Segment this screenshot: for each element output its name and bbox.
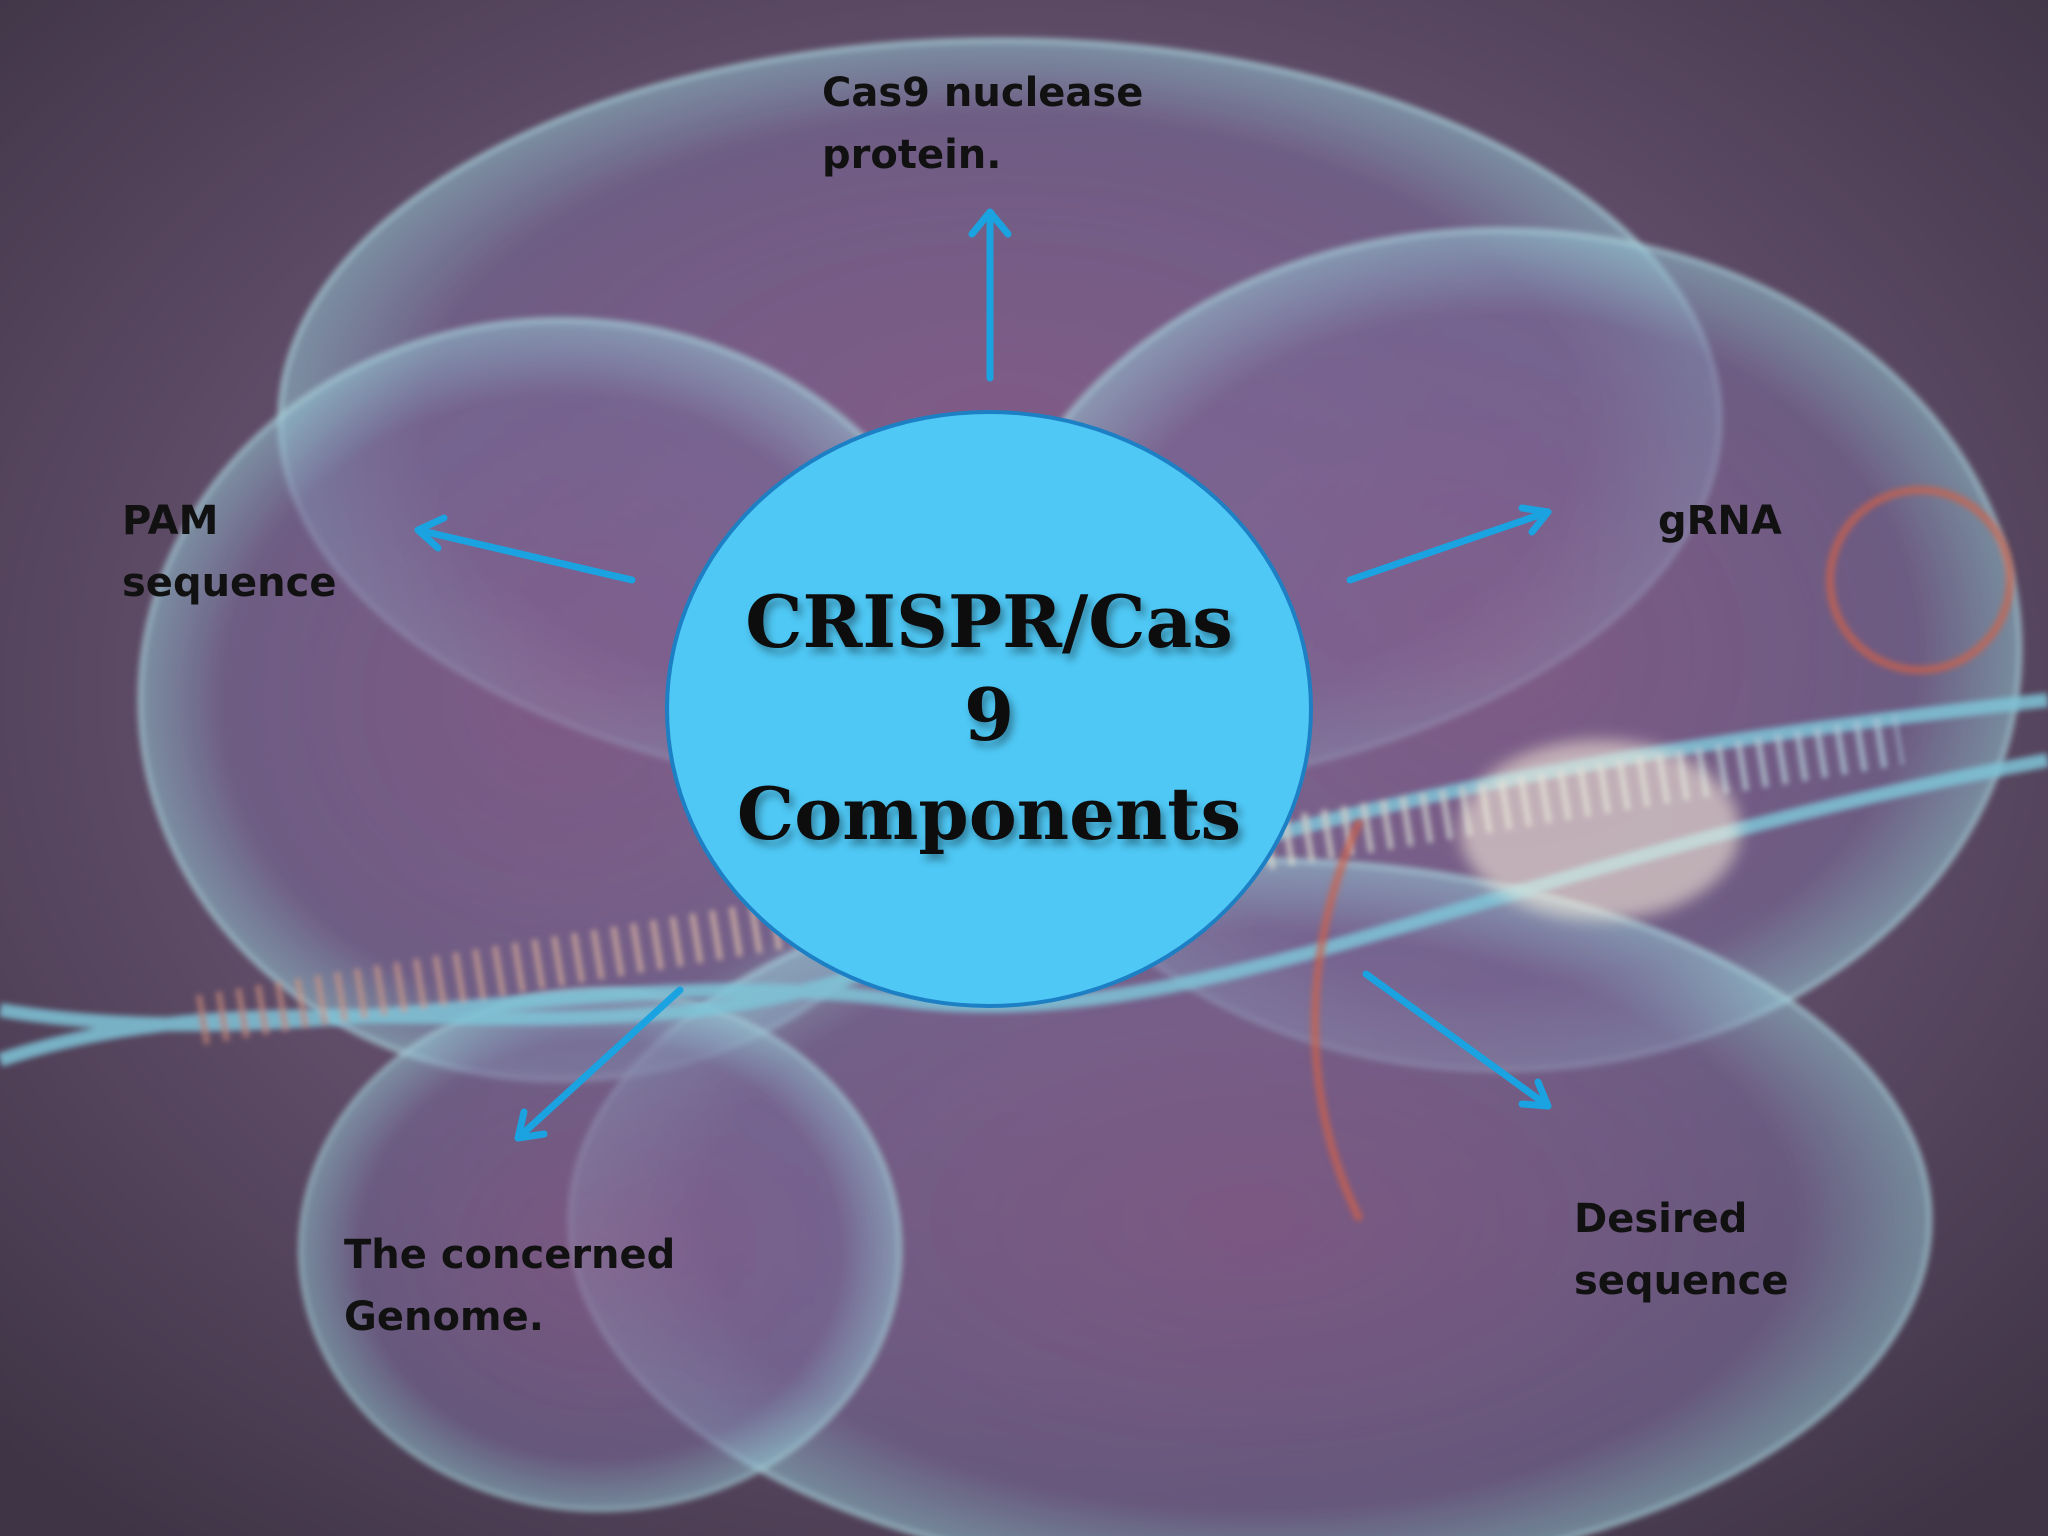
arrow-to-cas9-head bbox=[968, 208, 1012, 238]
hub-title-line-1: CRISPR/Cas bbox=[745, 579, 1233, 664]
arrow-to-grna bbox=[1346, 508, 1552, 584]
hub-title-line-3: Components bbox=[736, 771, 1242, 856]
label-desired-line-2: sequence bbox=[1574, 1258, 1789, 1304]
label-cas9-nuclease: Cas9 nuclease protein. bbox=[822, 62, 1143, 186]
arrow-to-pam-head bbox=[414, 514, 448, 552]
arrow-to-genome bbox=[514, 986, 684, 1142]
label-grna-line-1: gRNA bbox=[1658, 498, 1782, 544]
arrow-to-genome-head bbox=[514, 1108, 548, 1142]
label-grna: gRNA bbox=[1658, 490, 1782, 552]
label-genome-line-1: The concerned bbox=[344, 1232, 676, 1278]
arrow-to-desired-head bbox=[1518, 1078, 1552, 1110]
central-circle: CRISPR/Cas 9 Components bbox=[665, 410, 1313, 1008]
label-pam-line-1: PAM bbox=[122, 498, 219, 544]
label-genome-line-2: Genome. bbox=[344, 1294, 544, 1340]
label-desired-line-1: Desired bbox=[1574, 1196, 1748, 1242]
label-cas9-line-1: Cas9 nuclease bbox=[822, 70, 1144, 116]
label-concerned-genome: The concerned Genome. bbox=[344, 1224, 675, 1348]
arrow-to-desired bbox=[1362, 970, 1552, 1110]
label-pam-sequence: PAM sequence bbox=[122, 490, 337, 614]
label-desired-sequence: Desired sequence bbox=[1574, 1188, 1789, 1312]
label-cas9-line-2: protein. bbox=[822, 132, 1002, 178]
label-pam-line-2: sequence bbox=[122, 560, 337, 606]
arrow-to-grna-head bbox=[1518, 504, 1552, 536]
hub-title-line-2: 9 bbox=[963, 672, 1015, 757]
arrow-to-pam bbox=[414, 526, 636, 584]
